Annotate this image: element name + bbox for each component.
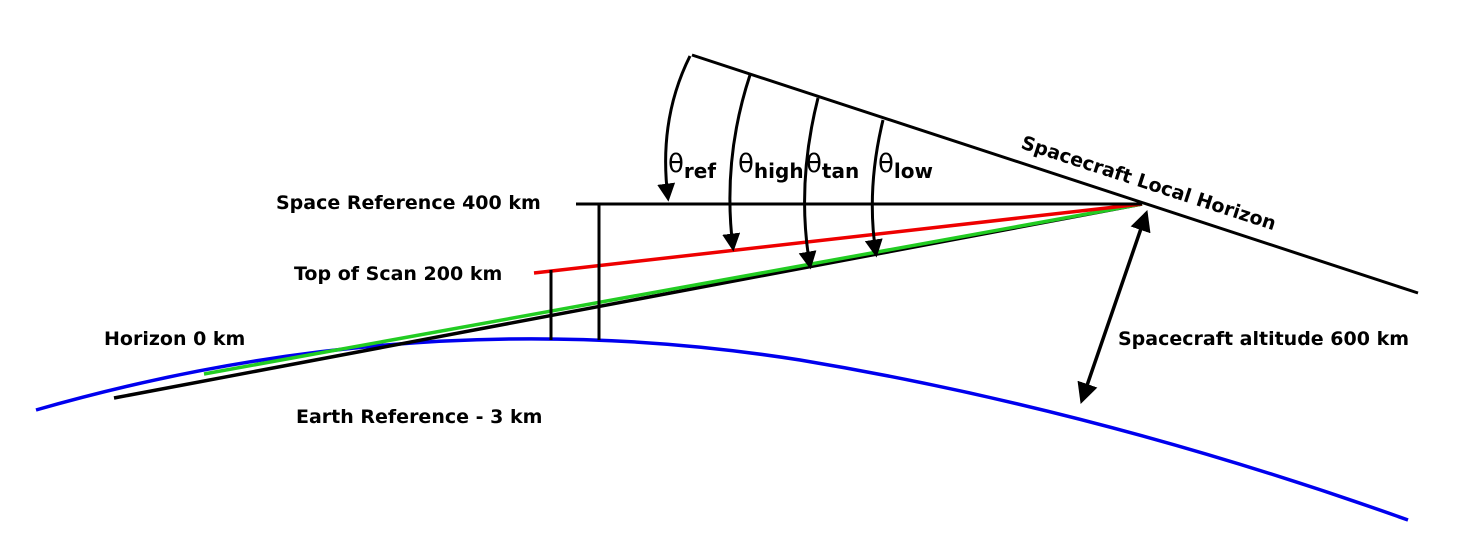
theta-low-label: θlow: [878, 149, 933, 183]
top-of-scan-ray: [533, 202, 1143, 275]
theta-tan-arc: [798, 97, 820, 270]
theta-high-arc: [722, 74, 752, 252]
earth-surface-curve: [35, 337, 1409, 522]
spacecraft-altitude-label: Spacecraft altitude 600 km: [1118, 328, 1409, 350]
theta-low-arc: [864, 119, 885, 258]
tangent-ray: [203, 202, 1143, 376]
earth-reference-label: Earth Reference - 3 km: [296, 406, 542, 428]
altitude-arrow: [1077, 210, 1151, 404]
spacecraft-local-horizon-line: [691, 53, 1419, 295]
space-reference-label: Space Reference 400 km: [276, 192, 541, 214]
theta-high-label: θhigh: [738, 149, 804, 183]
theta-ref-arc: [657, 55, 692, 202]
theta-ref-label: θref: [668, 149, 716, 183]
horizon-label: Horizon 0 km: [104, 328, 245, 350]
top-of-scan-label: Top of Scan 200 km: [294, 263, 502, 285]
theta-tan-label: θtan: [806, 149, 859, 183]
